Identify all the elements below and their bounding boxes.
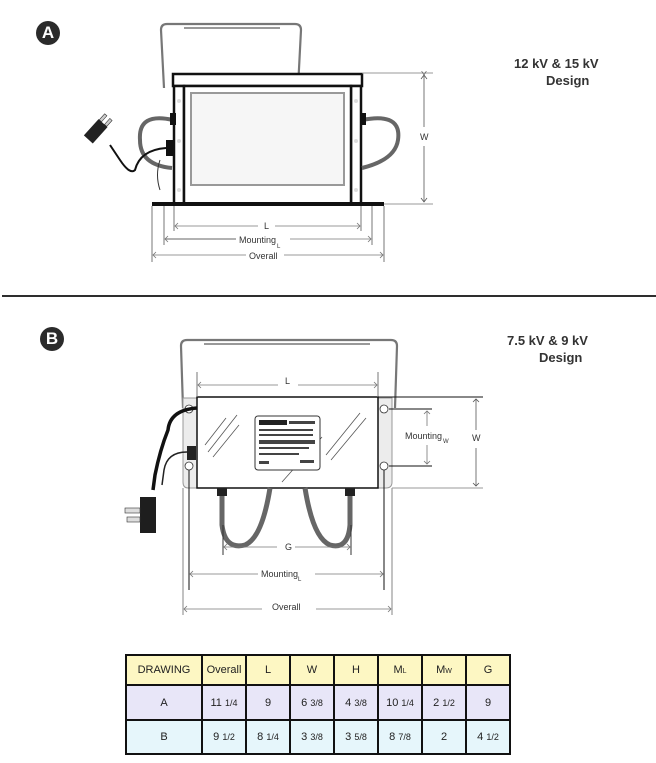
header-label: H (352, 664, 360, 676)
header-label: L (264, 664, 272, 676)
header-label: G (483, 664, 493, 676)
drawing-a-dim-w-label: W (420, 132, 429, 142)
header-sub: L (402, 668, 407, 675)
drawing-b-cables (151, 406, 355, 549)
header-label: M (393, 664, 403, 676)
drawing-b-plug (124, 497, 156, 533)
drawing-b-badge: B (40, 327, 64, 351)
drawing-a-design-title: 12 kV & 15 kV Design (514, 55, 599, 89)
drawing-a-dim-mounting-l-label: Mounting (239, 235, 276, 245)
header-l: L (245, 654, 291, 686)
drawing-b-dim-overall-label: Overall (272, 602, 301, 612)
cell-value: 3 5/8 (333, 719, 379, 755)
cell-value: 2 (421, 719, 467, 755)
drawing-a-dim-horizontal: L Mounting L Overall (151, 206, 385, 262)
drawing-b-design-label: Design (539, 350, 583, 365)
cell-value: 8 1/4 (245, 719, 291, 755)
cell-value: 9 (465, 684, 511, 721)
header-g: G (465, 654, 511, 686)
drawing-b-design-title: 7.5 kV & 9 kV Design (507, 332, 588, 366)
drawing-a-dim-w: W (362, 73, 433, 205)
drawing-a-voltage: 12 kV & 15 kV (514, 56, 599, 71)
section-divider (2, 295, 656, 297)
header-label: M (436, 664, 446, 676)
header-drawing: DRAWING (125, 654, 203, 686)
header-h: H (333, 654, 379, 686)
header-sub: W (445, 668, 452, 675)
header-w: W (289, 654, 335, 686)
header-label: W (306, 664, 318, 676)
drawing-a-dim-mounting-l-sub: L (277, 244, 281, 250)
drawing-b-dim-mounting-l-label: Mounting (261, 569, 298, 579)
header-ml: ML (377, 654, 423, 686)
drawing-a-lid (171, 72, 364, 88)
drawing-b-handle (179, 338, 399, 409)
drawing-b-nameplate (254, 415, 321, 471)
drawing-b-dim-w-label: W (472, 433, 481, 443)
drawing-b-dim-mounting-w-sub: W (443, 439, 449, 445)
drawing-b-flanges (182, 397, 393, 489)
drawing-a-transformer: W L Mounting L Overall (83, 22, 433, 262)
cell-value: 4 1/2 (465, 719, 511, 755)
drawing-b-transformer: L W Mounting W G Mounting L O (124, 338, 483, 615)
drawing-b-voltage: 7.5 kV & 9 kV (507, 333, 588, 348)
cell-value: 9 1/2 (201, 719, 247, 755)
drawing-a-dim-overall-label: Overall (249, 251, 278, 261)
cell-drawing: A (125, 684, 203, 721)
drawing-a-handle (159, 22, 303, 89)
cell-value: 10 1/4 (377, 684, 423, 721)
cell-value: 9 (245, 684, 291, 721)
cell-value: 6 3/8 (289, 684, 335, 721)
drawing-b-dim-g-label: G (285, 542, 292, 552)
drawing-a-cables (109, 113, 401, 191)
drawing-a-badge: A (36, 21, 60, 45)
drawing-b-dim-w: W Mounting W (378, 396, 483, 489)
drawing-b-dim-horizontal: G Mounting L Overall (182, 470, 393, 615)
cell-value: 3 3/8 (289, 719, 335, 755)
cell-drawing: B (125, 719, 203, 755)
table-header-row: DRAWING Overall L W H ML MW G (125, 654, 511, 686)
header-overall: Overall (201, 654, 247, 686)
cell-value: 2 1/2 (421, 684, 467, 721)
drawing-b-dim-mounting-l-sub: L (298, 577, 302, 583)
cell-value: 4 3/8 (333, 684, 379, 721)
drawing-a-body (152, 84, 384, 206)
header-mw: MW (421, 654, 467, 686)
table-row: A 11 1/4 9 6 3/8 4 3/8 10 1/4 2 1/2 9 (125, 684, 511, 721)
cell-value: 8 7/8 (377, 719, 423, 755)
drawing-b-dim-l: L (196, 372, 379, 397)
drawing-a-design-label: Design (546, 73, 590, 88)
drawing-b-dim-mounting-w-label: Mounting (405, 431, 442, 441)
cell-value: 11 1/4 (201, 684, 247, 721)
drawing-a-dim-l-label: L (264, 221, 269, 231)
header-label: DRAWING (137, 664, 191, 676)
header-label: Overall (206, 664, 242, 676)
table-row: B 9 1/2 8 1/4 3 3/8 3 5/8 8 7/8 2 4 1/2 (125, 719, 511, 755)
drawing-a-plug (83, 113, 113, 144)
dimensions-table: DRAWING Overall L W H ML MW G A 11 1/4 9… (125, 654, 511, 755)
drawing-b-dim-l-label: L (285, 376, 290, 386)
